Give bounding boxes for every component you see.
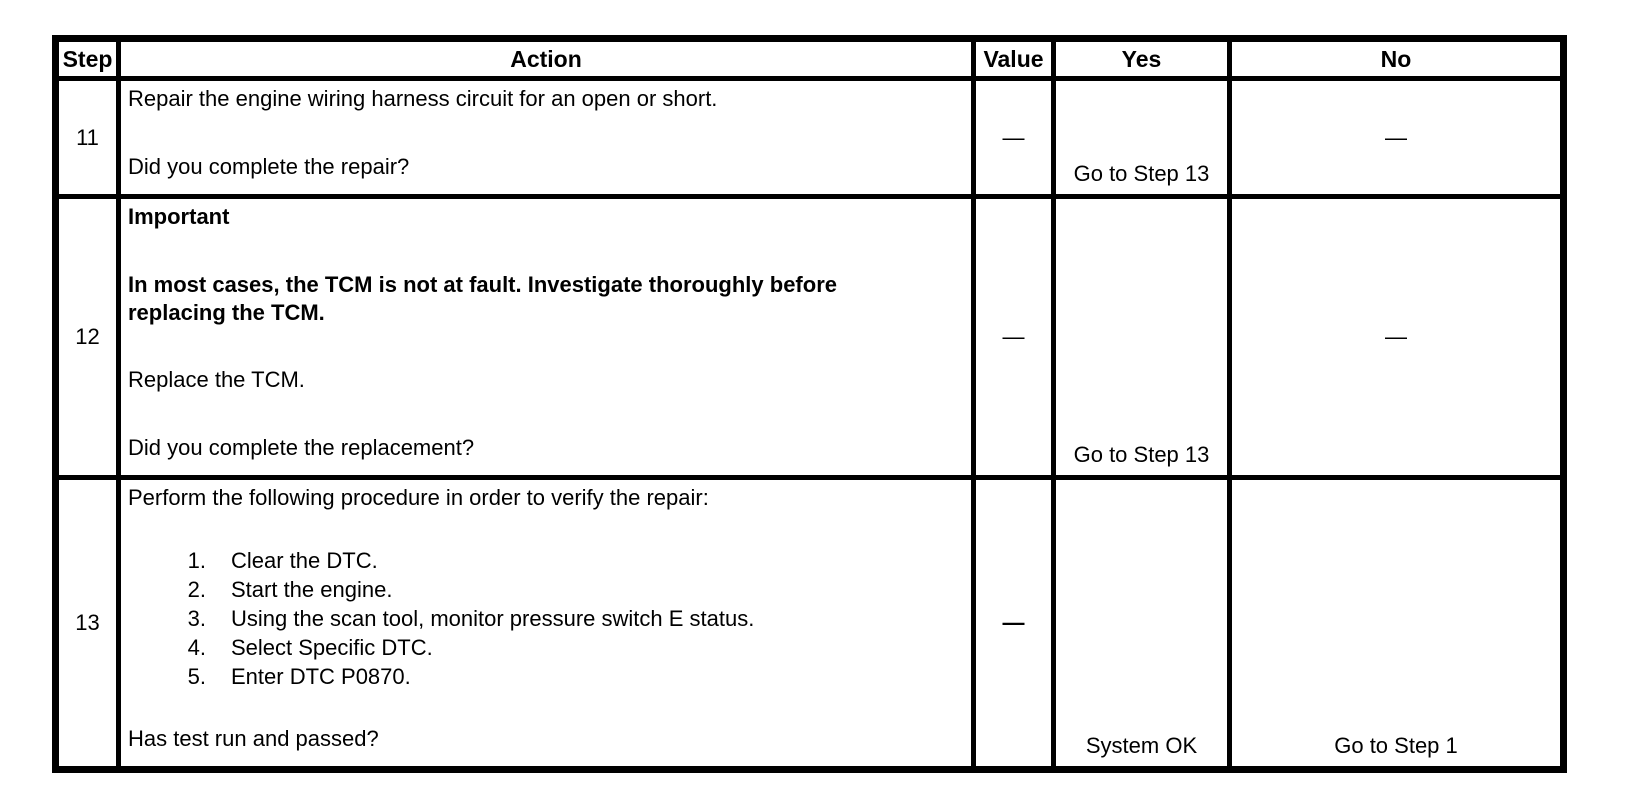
yes-cell: Go to Step 13 [1051, 194, 1232, 480]
list-item-number: 5. [187, 664, 206, 689]
notice-line: In most cases, the TCM is not at fault. … [128, 271, 837, 297]
col-header-yes: Yes [1051, 36, 1232, 81]
action-question: Did you complete the repair? [128, 154, 410, 179]
no-cell: Go to Step 1 [1227, 475, 1566, 772]
action-question: Has test run and passed? [128, 726, 379, 751]
action-cell: Repair the engine wiring harness circuit… [116, 76, 976, 199]
list-item-text: Clear the DTC. [231, 548, 378, 573]
header-row: Step Action Value Yes No [53, 36, 1566, 81]
value-cell: — [971, 194, 1056, 480]
notice-line: replacing the TCM. [128, 299, 325, 325]
no-dash: — [1385, 324, 1407, 349]
list-item-text: Start the engine. [231, 577, 393, 602]
value-dash: — [1002, 124, 1025, 150]
value-cell: — [971, 475, 1056, 772]
table-row-step-13: 13 Perform the following procedure in or… [53, 475, 1566, 772]
list-item: 5. Enter DTC P0870. [128, 662, 965, 691]
list-item-number: 3. [187, 606, 206, 631]
action-cell: Perform the following procedure in order… [116, 475, 976, 772]
table-row-step-11: 11 Repair the engine wiring harness circ… [53, 76, 1566, 199]
list-item: 1. Clear the DTC. [128, 546, 965, 575]
value-cell: — [971, 76, 1056, 199]
col-header-step: Step [53, 36, 121, 81]
step-number: 12 [53, 194, 121, 480]
step-number: 13 [53, 475, 121, 772]
list-item: 2. Start the engine. [128, 575, 965, 604]
table-row-step-12: 12 Important In most cases, the TCM is n… [53, 194, 1566, 480]
list-item-number: 1. [187, 548, 206, 573]
col-header-value: Value [971, 36, 1056, 81]
value-dash: — [1002, 610, 1025, 635]
yes-cell: Go to Step 13 [1051, 76, 1232, 199]
list-item: 3. Using the scan tool, monitor pressure… [128, 604, 965, 633]
col-header-action: Action [116, 36, 976, 81]
list-item-text: Enter DTC P0870. [231, 664, 411, 689]
procedure-list: 1. Clear the DTC. 2. Start the engine. 3… [128, 546, 965, 691]
action-question: Did you complete the replacement? [128, 434, 475, 460]
yes-cell: System OK [1051, 475, 1232, 772]
important-notice: In most cases, the TCM is not at fault. … [128, 271, 965, 327]
action-cell: Important In most cases, the TCM is not … [116, 194, 976, 480]
value-dash: — [1002, 324, 1025, 349]
list-item-number: 4. [187, 635, 206, 660]
important-heading: Important [128, 204, 230, 229]
diagnostic-table-container: Step Action Value Yes No 11 Repair the e… [52, 35, 1567, 773]
action-paragraph: Replace the TCM. [128, 367, 305, 393]
diagnostic-table: Step Action Value Yes No 11 Repair the e… [52, 35, 1567, 773]
list-item-number: 2. [187, 577, 206, 602]
list-item-text: Using the scan tool, monitor pressure sw… [231, 606, 755, 631]
list-item-text: Select Specific DTC. [231, 635, 433, 660]
action-paragraph: Repair the engine wiring harness circuit… [128, 86, 718, 111]
no-cell: — [1227, 194, 1566, 480]
col-header-no: No [1227, 36, 1566, 81]
step-number: 11 [53, 76, 121, 199]
action-paragraph: Perform the following procedure in order… [128, 485, 709, 510]
list-item: 4. Select Specific DTC. [128, 633, 965, 662]
no-cell: — [1227, 76, 1566, 199]
no-dash: — [1385, 124, 1407, 150]
